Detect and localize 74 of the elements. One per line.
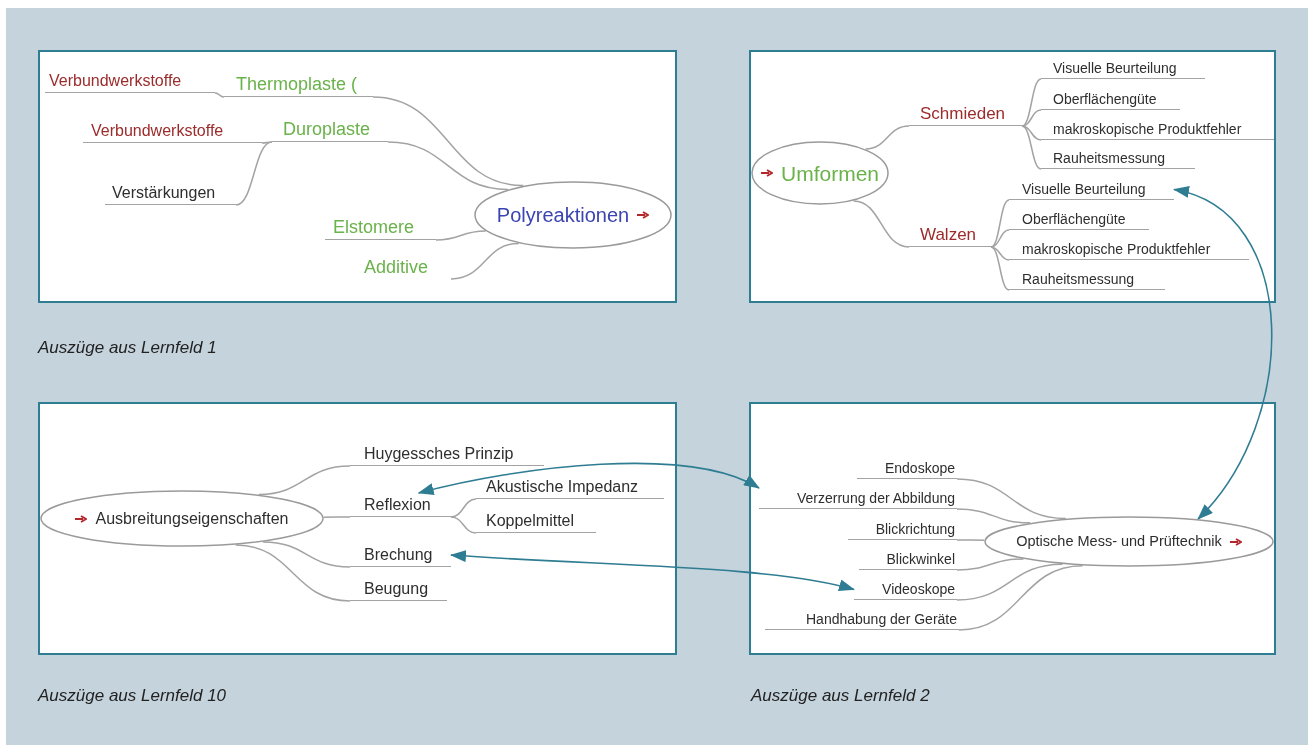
panel-frame [749, 50, 1276, 303]
branch-line [990, 246, 1010, 291]
branch-label: makroskopische Produktfehler [1041, 119, 1274, 140]
branch-label: Verbundwerkstoffe [45, 69, 215, 93]
branch-label: Verbundwerkstoffe [83, 119, 262, 143]
branch-label: Verstärkungen [105, 181, 236, 205]
branch-line [990, 199, 1010, 248]
branch-label: Rauheitsmessung [1041, 148, 1195, 169]
branch-line [262, 541, 351, 568]
branch-label: Additive [355, 252, 451, 279]
branch-label: Blickwinkel [859, 549, 957, 570]
branch-line [387, 141, 509, 191]
branch-label: Akustische Impedanz [476, 475, 664, 499]
connector-arrow [1173, 188, 1273, 520]
topic-ellipse [984, 516, 1274, 567]
branch-line [864, 125, 910, 150]
branch-label: Duroplaste [272, 115, 388, 142]
branch-line [958, 564, 1084, 631]
branch-label: Thermoplaste ( [224, 70, 373, 97]
topic-ellipse [751, 141, 889, 205]
branch-line [1021, 78, 1042, 127]
branch-line [852, 200, 910, 248]
branch-label: Schmieden [909, 100, 1022, 126]
branch-label: makroskopische Produktfehler [1009, 239, 1249, 260]
branch-label: Endoskope [857, 458, 957, 479]
branch-line [1021, 125, 1042, 170]
topic-ellipse [40, 490, 324, 547]
branch-line [372, 96, 524, 187]
branch-label: Brechung [350, 543, 451, 567]
branch-label: Visuelle Beurteilung [1041, 58, 1205, 79]
branch-line [956, 539, 985, 541]
branch-line [450, 242, 520, 280]
branch-label: Oberflächengüte [1009, 209, 1149, 230]
topic-ellipse [474, 181, 672, 249]
topic-label: Polyreaktionen [496, 205, 630, 225]
branch-line [990, 229, 1010, 248]
branch-line [214, 92, 225, 98]
connector-arrow [417, 462, 760, 496]
branch-line [450, 498, 477, 518]
branch-line [1021, 109, 1042, 127]
branch-label: Verzerrung der Abbildung [759, 488, 957, 509]
branch-label: Handhabung der Geräte [765, 609, 959, 630]
branch-line [234, 544, 351, 602]
branch-label: Oberflächengüte [1041, 89, 1180, 110]
branch-line [261, 141, 273, 144]
panel-frame [38, 50, 677, 303]
branch-label: Visuelle Beurteilung [1009, 179, 1174, 200]
branch-line [435, 230, 487, 241]
topic-label: Optische Mess- und Prüftechnik [1016, 534, 1222, 549]
branch-label: Blickrichtung [848, 519, 957, 540]
branch-label: Videoskope [854, 579, 957, 600]
branch-line [956, 558, 1025, 571]
branch-label: Reflexion [350, 493, 451, 517]
branch-line [235, 141, 273, 206]
panel-frame [38, 402, 677, 655]
branch-line [257, 465, 351, 496]
panel-caption: Auszüge aus Lernfeld 10 [38, 685, 227, 707]
connector-arrow [450, 550, 855, 592]
branch-label: Huygessches Prinzip [350, 442, 544, 466]
panel-frame [749, 402, 1276, 655]
branch-line [450, 516, 477, 534]
branch-label: Elstomere [325, 213, 436, 240]
branch-line [956, 508, 1031, 524]
branch-label: Walzen [909, 221, 991, 247]
topic-label: Umformen [781, 162, 879, 184]
branch-label: Beugung [350, 577, 447, 601]
branch-line [956, 563, 1064, 601]
panel-caption: Auszüge aus Lernfeld 2 [751, 685, 930, 707]
panel-caption: Auszüge aus Lernfeld 1 [38, 337, 217, 359]
branch-line [956, 478, 1067, 520]
branch-label: Koppelmittel [476, 509, 596, 533]
topic-label: Ausbreitungseigenschaften [95, 510, 289, 527]
branch-line [323, 516, 351, 518]
branch-label: Rauheitsmessung [1009, 269, 1165, 290]
